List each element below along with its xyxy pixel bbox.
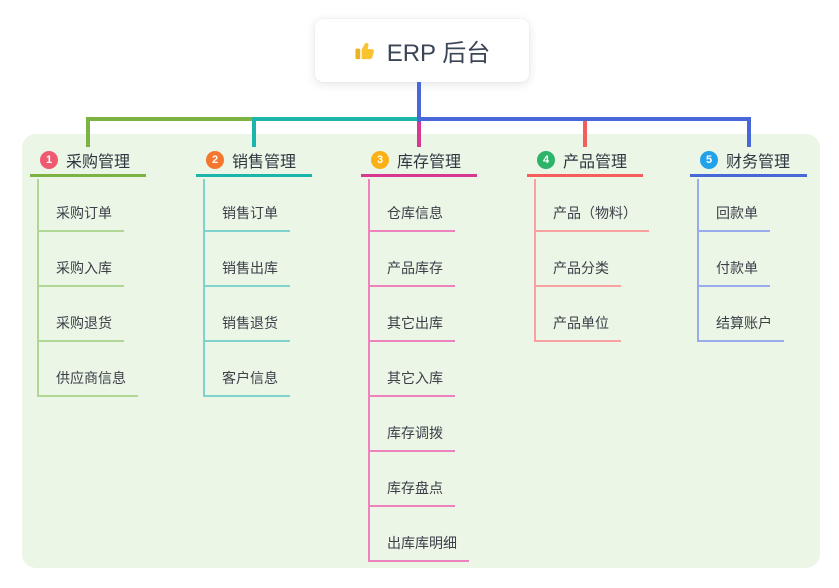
child-node-3-6[interactable]: 库存盘点: [368, 479, 455, 507]
child-node-5-3[interactable]: 结算账户: [697, 314, 784, 342]
child-node-4-2[interactable]: 产品分类: [534, 259, 621, 287]
branch-3-label: 库存管理: [397, 154, 462, 171]
child-node-4-1[interactable]: 产品（物料）: [534, 204, 649, 232]
child-node-2-4[interactable]: 客户信息: [203, 369, 290, 397]
child-node-2-1[interactable]: 销售订单: [203, 204, 290, 232]
branch-1-drop-line: [86, 117, 90, 147]
branch-3-drop-line: [417, 117, 421, 147]
branch-5-label: 财务管理: [726, 154, 791, 171]
child-node-1-3[interactable]: 采购退货: [37, 314, 124, 342]
child-node-3-5[interactable]: 库存调拨: [368, 424, 455, 452]
branch-node-2[interactable]: 2 销售管理: [196, 146, 312, 177]
child-node-3-2[interactable]: 产品库存: [368, 259, 455, 287]
branch-4-label: 产品管理: [563, 154, 628, 171]
child-node-5-1[interactable]: 回款单: [697, 204, 770, 232]
child-node-2-3[interactable]: 销售退货: [203, 314, 290, 342]
branch-5-spine-line: [697, 179, 699, 342]
child-node-3-3[interactable]: 其它出库: [368, 314, 455, 342]
child-node-1-4[interactable]: 供应商信息: [37, 369, 138, 397]
branch-2-number-badge: 2: [206, 151, 224, 169]
branch-3-number-badge: 3: [371, 151, 389, 169]
child-node-1-2[interactable]: 采购入库: [37, 259, 124, 287]
branches-background-panel: [22, 134, 820, 568]
branch-1-label: 采购管理: [66, 154, 131, 171]
bus-segment-teal: [252, 117, 421, 121]
branch-node-4[interactable]: 4 产品管理: [527, 146, 643, 177]
branch-node-5[interactable]: 5 财务管理: [690, 146, 807, 177]
root-drop-line: [417, 82, 421, 122]
branch-4-drop-line: [583, 117, 587, 147]
child-node-3-1[interactable]: 仓库信息: [368, 204, 455, 232]
branch-5-number-badge: 5: [700, 151, 718, 169]
branch-2-label: 销售管理: [232, 154, 297, 171]
branch-4-number-badge: 4: [537, 151, 555, 169]
child-node-3-4[interactable]: 其它入库: [368, 369, 455, 397]
branch-2-drop-line: [252, 117, 256, 147]
child-node-2-2[interactable]: 销售出库: [203, 259, 290, 287]
child-node-4-3[interactable]: 产品单位: [534, 314, 621, 342]
child-node-3-7[interactable]: 出库库明细: [368, 534, 469, 562]
branch-5-drop-line: [746, 117, 751, 147]
child-node-5-2[interactable]: 付款单: [697, 259, 770, 287]
branch-3-spine-line: [368, 179, 370, 562]
bus-segment-blue: [417, 117, 751, 121]
bus-segment-green: [86, 117, 256, 121]
branch-4-spine-line: [534, 179, 536, 342]
root-node-title: ERP 后台: [386, 40, 491, 67]
root-node-erp[interactable]: ERP 后台: [315, 19, 529, 82]
branch-node-3[interactable]: 3 库存管理: [361, 146, 477, 177]
branch-1-spine-line: [37, 179, 39, 397]
branch-1-number-badge: 1: [40, 151, 58, 169]
child-node-1-1[interactable]: 采购订单: [37, 204, 124, 232]
branch-node-1[interactable]: 1 采购管理: [30, 146, 146, 177]
thumbs-up-icon: [354, 39, 377, 62]
branch-2-spine-line: [203, 179, 205, 397]
